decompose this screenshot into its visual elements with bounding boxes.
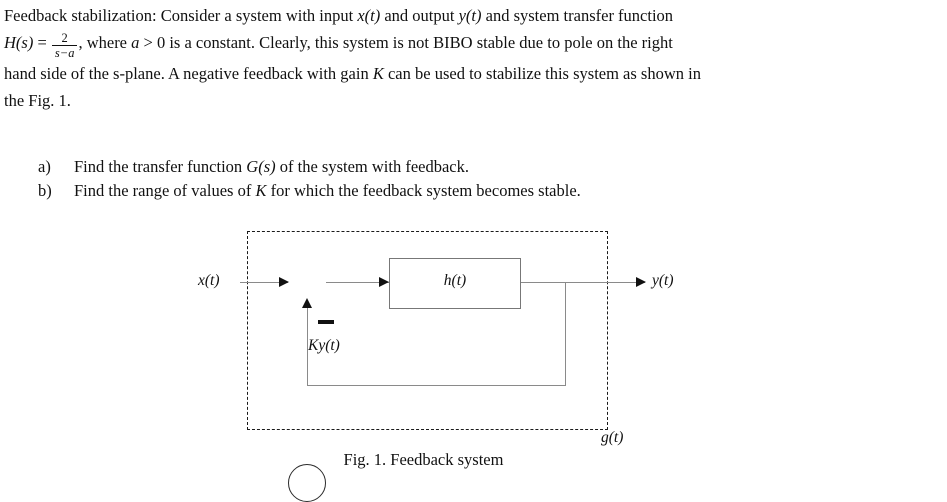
feedback-tap-wire	[565, 282, 567, 386]
feedback-input-wire	[307, 306, 309, 386]
statement-line-3-part-a: hand side of the s-plane. A negative fee…	[4, 63, 373, 83]
fraction-bar	[51, 45, 78, 47]
negative-sign-icon	[318, 320, 334, 324]
system-boundary-dashed-box	[247, 231, 608, 430]
question-text-a: Find the transfer function G(s) of the s…	[74, 155, 469, 179]
question-item-b: b) Find the range of values of K for whi…	[38, 179, 918, 203]
error-signal-wire	[326, 282, 389, 284]
statement-line-1: Feedback stabilization: Consider a syste…	[4, 2, 942, 29]
figure-caption: Fig. 1. Feedback system	[343, 450, 504, 469]
question-a-part-a: Find the transfer function	[74, 157, 247, 176]
feedback-arrow-icon	[302, 298, 312, 308]
variable-x-of-t: x(t)	[357, 6, 381, 25]
output-wire	[521, 282, 645, 284]
output-signal-label: y(t)	[652, 272, 674, 289]
fraction-denominator: s−a	[54, 46, 75, 61]
statement-line-3: hand side of the s-plane. A negative fee…	[4, 60, 942, 87]
transfer-function-H-of-s: H(s)	[4, 33, 34, 52]
question-b-part-b: for which the feedback system becomes st…	[266, 181, 581, 200]
feedback-return-wire	[307, 385, 566, 387]
statement-line-1-part-a: Feedback stabilization: Consider a syste…	[4, 6, 358, 25]
question-marker-a: a)	[38, 157, 51, 176]
question-marker-b: b)	[38, 181, 52, 200]
statement-line-1-part-c: and system transfer function	[481, 6, 674, 25]
question-item-a: a) Find the transfer function G(s) of th…	[38, 155, 918, 179]
variable-G-of-s: G(s)	[246, 157, 276, 176]
question-b-part-a: Find the range of values of	[74, 181, 256, 200]
input-signal-label: x(t)	[198, 272, 220, 289]
transfer-function-block-label: h(t)	[443, 272, 467, 289]
equals-sign: =	[33, 33, 51, 52]
output-arrow-icon	[636, 277, 646, 287]
problem-statement: Feedback stabilization: Consider a syste…	[4, 2, 942, 114]
statement-line-4: the Fig. 1.	[4, 90, 71, 110]
variable-K: K	[372, 63, 384, 83]
statement-line-1-part-b: and output	[380, 6, 459, 25]
question-list: a) Find the transfer function G(s) of th…	[38, 155, 918, 203]
statement-line-3-part-b: can be used to stabilize this system as …	[383, 63, 701, 83]
feedback-signal-label: Ky(t)	[308, 337, 340, 354]
transfer-function-block: h(t)	[389, 258, 521, 309]
question-a-part-b: of the system with feedback.	[275, 157, 469, 176]
h-block-input-arrow-icon	[379, 277, 389, 287]
statement-line-2-part-a: , where	[78, 33, 132, 52]
variable-y-of-t: y(t)	[458, 6, 482, 25]
variable-a: a	[131, 33, 140, 52]
fraction-numerator: 2	[61, 30, 68, 45]
statement-line-2-part-b: > 0 is a constant. Clearly, this system …	[139, 33, 673, 52]
question-text-b: Find the range of values of K for which …	[74, 179, 581, 203]
variable-K-gain: K	[255, 181, 267, 200]
input-arrow-icon	[279, 277, 289, 287]
system-label: g(t)	[601, 429, 624, 446]
input-wire	[240, 282, 288, 284]
feedback-system-figure: x(t) h(t) y(t) Ky(t) g(t) Fig. 1. Feedba…	[0, 222, 947, 502]
